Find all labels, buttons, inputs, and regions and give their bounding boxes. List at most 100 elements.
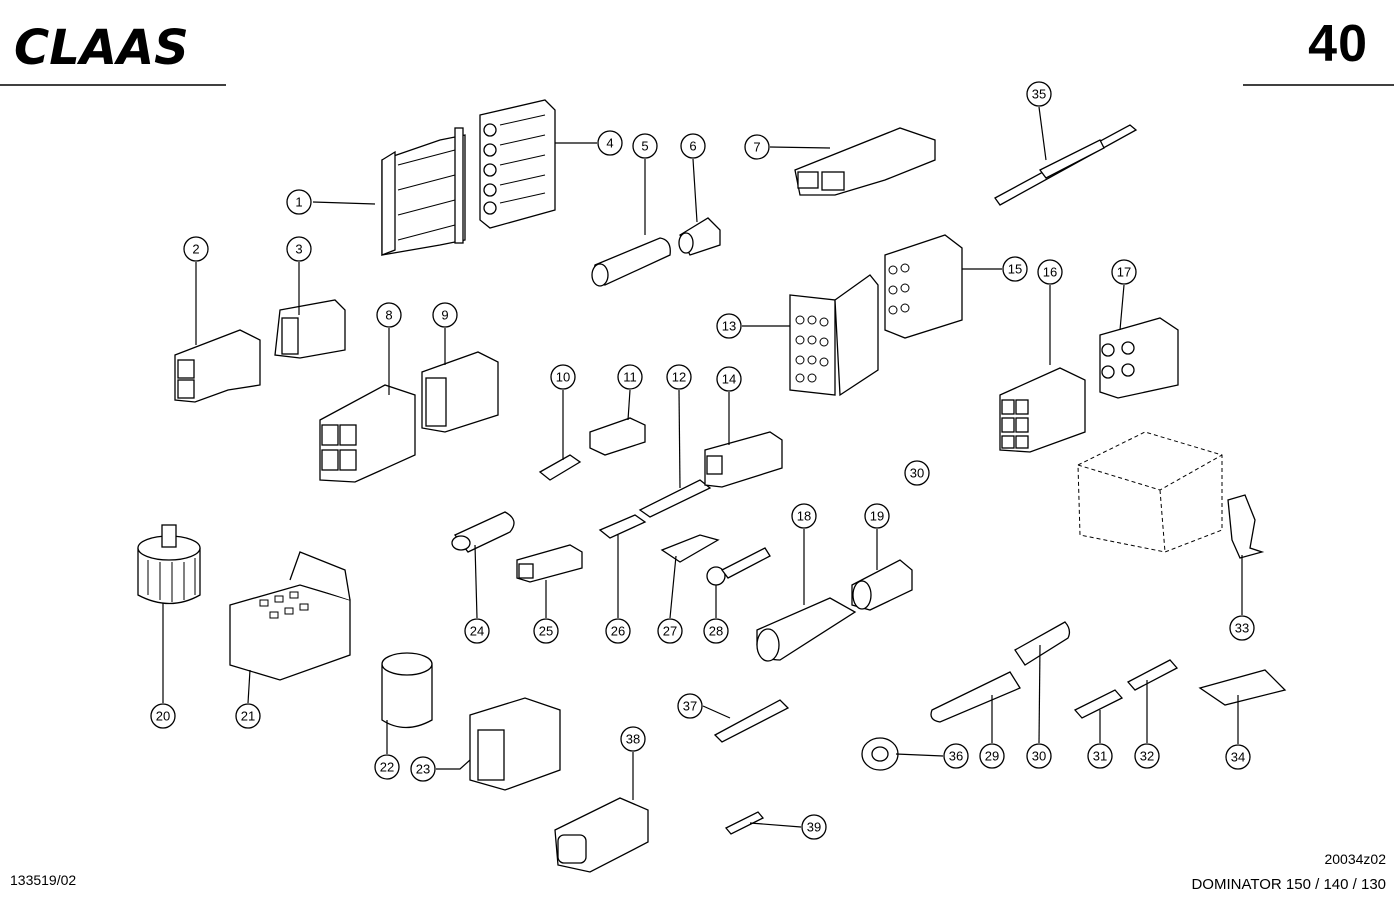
part-housing-outline-dashed (1077, 431, 1223, 553)
callout-32: 32 (1134, 743, 1160, 769)
part-27-terminal (660, 534, 720, 563)
svg-text:9: 9 (441, 308, 448, 323)
callout-12: 12 (666, 364, 692, 390)
svg-text:16: 16 (1043, 265, 1057, 280)
svg-text:1: 1 (295, 195, 302, 210)
part-21-relay-base (229, 551, 351, 681)
drawing-code: 20034z02 (1324, 851, 1386, 867)
callout-11: 11 (617, 364, 643, 390)
callout-5: 5 (632, 133, 658, 159)
svg-text:33: 33 (1235, 621, 1249, 636)
part-3-two-pole-connector (274, 299, 346, 359)
callout-15: 15 (1002, 256, 1028, 282)
callout-3: 3 (286, 236, 312, 262)
part-23-multi-pole-housing (469, 697, 561, 791)
svg-text:26: 26 (611, 624, 625, 639)
callout-6: 6 (680, 133, 706, 159)
part-19-round-connector (851, 559, 913, 611)
callout-24: 24 (464, 618, 490, 644)
part-38-sealed-connector (554, 797, 649, 873)
svg-text:14: 14 (722, 372, 736, 387)
svg-text:38: 38 (626, 732, 640, 747)
svg-text:28: 28 (709, 624, 723, 639)
callout-27: 27 (657, 618, 683, 644)
part-13-multi-pin-connector (789, 274, 879, 397)
callout-33: 33 (1229, 615, 1255, 641)
svg-text:30: 30 (910, 466, 924, 481)
svg-text:39: 39 (807, 820, 821, 835)
callout-16: 16 (1037, 259, 1063, 285)
svg-text:12: 12 (672, 370, 686, 385)
brand-wordmark: CLAAS (14, 20, 189, 70)
svg-text:20: 20 (156, 709, 170, 724)
part-26-blade-terminal (598, 514, 647, 539)
svg-text:21: 21 (241, 709, 255, 724)
callout-38: 38 (620, 726, 646, 752)
callout-13: 13 (716, 313, 742, 339)
svg-text:10: 10 (556, 370, 570, 385)
part-16-six-pole-connector (999, 367, 1086, 453)
svg-text:29: 29 (985, 749, 999, 764)
svg-text:37: 37 (683, 699, 697, 714)
part-14-connector (704, 431, 783, 488)
callout-30-lower: 30 (1026, 743, 1052, 769)
part-35-extraction-tool (994, 124, 1138, 206)
callout-18: 18 (791, 503, 817, 529)
part-29-socket-contact (930, 671, 1021, 723)
svg-text:18: 18 (797, 509, 811, 524)
callout-28: 28 (703, 618, 729, 644)
part-12-flat-terminal (638, 479, 712, 518)
callout-30-upper: 30 (904, 460, 930, 486)
part-17-stacked-connector (1099, 317, 1179, 399)
callout-36: 36 (943, 743, 969, 769)
svg-text:2: 2 (192, 242, 199, 257)
callout-14: 14 (716, 366, 742, 392)
part-33-terminal (1227, 494, 1265, 559)
part-2-two-pole-connector (174, 329, 261, 403)
part-6-plug-insert (678, 217, 721, 256)
part-18-round-connector (756, 597, 857, 662)
part-39-pin (724, 811, 765, 835)
callout-8: 8 (376, 302, 402, 328)
svg-text:25: 25 (539, 624, 553, 639)
svg-text:11: 11 (623, 370, 637, 385)
part-32-crimp-terminal (1126, 659, 1179, 691)
part-34-terminal-strip (1198, 669, 1287, 706)
callout-29: 29 (979, 743, 1005, 769)
part-5-inline-sleeve (591, 237, 671, 287)
document-number: 133519/02 (10, 872, 77, 888)
callout-23: 23 (410, 756, 436, 782)
callout-37: 37 (677, 693, 703, 719)
callout-10: 10 (550, 364, 576, 390)
part-4-connector-housing (479, 99, 556, 229)
callout-7: 7 (744, 134, 770, 160)
callout-9: 9 (432, 302, 458, 328)
claas-logo: CLAAS (14, 20, 189, 70)
part-36-grommet (861, 737, 899, 771)
callout-25: 25 (533, 618, 559, 644)
part-7-double-connector (794, 127, 936, 196)
callout-20: 20 (150, 703, 176, 729)
callout-26: 26 (605, 618, 631, 644)
svg-text:24: 24 (470, 624, 484, 639)
part-25-single-connector (516, 544, 583, 583)
callout-22: 22 (374, 754, 400, 780)
callout-17: 17 (1111, 259, 1137, 285)
callout-31: 31 (1087, 743, 1113, 769)
svg-text:13: 13 (722, 319, 736, 334)
callout-4: 4 (597, 130, 623, 156)
part-10-terminal (538, 454, 582, 481)
callout-39: 39 (801, 814, 827, 840)
part-31-crimp-terminal (1073, 689, 1124, 719)
svg-text:3: 3 (295, 242, 302, 257)
part-30-socket-contact (1014, 621, 1071, 666)
svg-text:36: 36 (949, 749, 963, 764)
svg-text:30: 30 (1032, 749, 1046, 764)
part-15-multi-pin-connector (884, 234, 963, 339)
part-24-rubber-cap (451, 511, 515, 553)
svg-text:15: 15 (1008, 262, 1022, 277)
callout-1: 1 (286, 189, 312, 215)
callout-21: 21 (235, 703, 261, 729)
part-28-ring-terminal (706, 547, 771, 586)
part-20-round-connector (137, 524, 201, 605)
